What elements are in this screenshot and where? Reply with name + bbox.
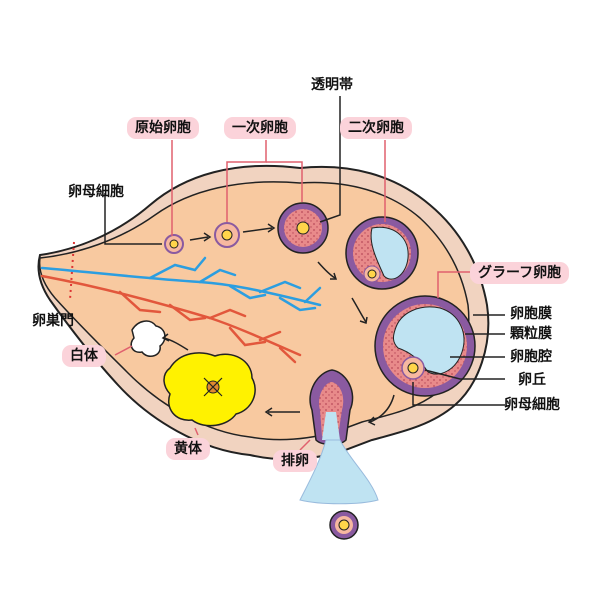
released-fluid <box>299 439 379 505</box>
cumulus-label: 卵丘 <box>518 372 546 388</box>
granulosa-label: 顆粒膜 <box>510 326 552 342</box>
secondary-follicle-label: 二次卵胞 <box>340 117 412 139</box>
zona-pellucida-label: 透明帯 <box>311 77 353 93</box>
theca-label: 卵胞膜 <box>510 306 552 322</box>
oocyte-label-left: 卵母細胞 <box>68 184 124 200</box>
primary-follicle <box>214 222 240 248</box>
ovulation-label: 排卵 <box>273 450 317 472</box>
corpus-albicans <box>130 320 166 357</box>
hilum-marker <box>69 241 75 301</box>
progression-arrows <box>161 223 395 426</box>
corpus-albicans-label: 白体 <box>62 345 106 367</box>
blue-vessels <box>40 256 322 312</box>
corpus-luteum-label: 黄体 <box>166 438 210 460</box>
ovulation-site <box>309 369 354 446</box>
label-connectors <box>104 96 505 451</box>
secondary-follicle-early <box>277 202 329 254</box>
hilum-label: 卵巣門 <box>32 313 74 329</box>
primary-follicle-label: 一次卵胞 <box>224 117 296 139</box>
released-oocyte <box>329 510 359 540</box>
red-vessels <box>40 274 302 364</box>
graafian-follicle-label: グラーフ卵胞 <box>470 262 570 284</box>
secondary-follicle <box>345 216 419 290</box>
oocyte-label-right: 卵母細胞 <box>504 397 560 413</box>
primordial-follicle <box>164 234 184 254</box>
graafian-follicle <box>374 295 476 397</box>
antrum-label: 卵胞腔 <box>510 349 552 365</box>
corpus-luteum-core <box>203 377 223 397</box>
primordial-follicle-label: 原始卵胞 <box>127 117 199 139</box>
